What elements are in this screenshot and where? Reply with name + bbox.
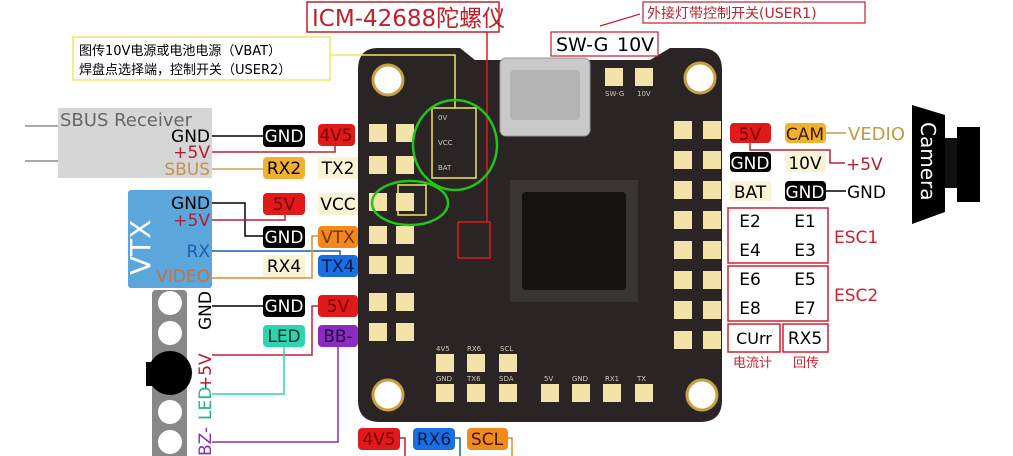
label-4v5: 4V5 [319,126,352,146]
label-5v: 5V [739,125,762,145]
vtx-rx: RX [187,242,211,262]
label-cam: CAM [786,125,824,145]
label-bat: BAT [734,183,767,203]
sbus-title: SBUS Receiver [60,110,193,131]
label-e2: E2 [739,212,761,232]
label-gnd: GND [265,228,304,248]
label-gnd: GND [786,183,825,203]
pad-label: 4V5 [436,345,450,353]
label-e4: E4 [739,241,761,261]
pad-label: 10V [637,90,651,98]
vtx-video: VIDEO [156,267,210,287]
usb-c-port [499,57,591,137]
label-tx2: TX2 [321,159,355,179]
label-e1: E1 [794,212,816,232]
note-line-2: 焊盘点选择端，控制开关（USER2） [79,62,291,78]
ten-v-label: 10V [617,34,654,56]
pad-label: GND [436,375,452,383]
label-scl: SCL [471,430,504,450]
label-e5: E5 [794,270,816,290]
pad-label: SDA [499,375,514,383]
label-esc2: ESC2 [834,286,878,306]
label-bb: BB- [323,327,352,347]
label-e7: E7 [794,299,816,319]
gyro-chip [457,221,491,259]
label-gnd-out: GND [847,183,886,203]
label-rx6: RX6 [417,430,451,450]
label-led: LED [267,327,300,347]
pad-label: TX [636,375,646,383]
pad-label: 5V [544,375,553,383]
pad-label: TX6 [466,375,481,383]
label-5v: 5V [273,195,296,215]
label-curr: CUrr [736,329,772,348]
sbus-receiver [58,108,212,178]
pad-label: BAT [438,164,452,172]
label-rx5: RX5 [788,329,822,349]
label-e8: E8 [739,299,761,319]
label-gnd: GND [265,297,304,317]
pad-silkscreen: 4V5 RX6 SCL GND TX6 SDA 5V GND RX1 TX SW… [436,90,651,383]
user1-label: 外接灯带控制开关(USER1) [647,5,817,22]
vtx-module [128,190,212,288]
label-5v: 5V [327,297,350,317]
sbus-signal: SBUS [164,160,210,180]
note-line-1: 图传10V电源或电池电源（VBAT） [79,44,281,59]
label-e3: E3 [794,241,816,261]
label-vedio: VEDIO [848,124,905,145]
mcu-chip [510,180,638,302]
label-4v5: 4V5 [362,430,395,450]
label-rx2: RX2 [267,159,301,179]
strip-led: LED [196,387,216,420]
label-gnd: GND [731,154,770,174]
pad-label: RX6 [467,345,482,353]
label-tx4: TX4 [321,257,355,277]
label-vtx: VTX [321,228,355,248]
annotation-circle [411,98,499,192]
board-pads [369,68,721,402]
camera-icon [912,105,980,224]
label-e6: E6 [739,270,761,290]
mount-holes [371,61,719,412]
label-vcc: VCC [320,195,355,215]
pad-label: GND [572,375,588,383]
label-current-meter: 电流计 [733,356,772,371]
strip-bz: BZ- [196,427,216,456]
label-plus5v: +5V [846,155,883,175]
label-10v: 10V [788,154,822,174]
buzzer-icon [148,351,192,395]
sbus-gnd: GND [171,127,210,147]
label-esc1: ESC1 [834,228,878,248]
pad-label: SW-G [605,90,624,98]
sw-g-label: SW-G [556,34,608,56]
pad-label: SCL [500,345,513,353]
vtx-5v: +5V [173,211,210,231]
pad-label: VCC [438,139,453,147]
vtx-title: VTX [124,220,157,275]
strip-5v: +5V [196,353,216,390]
gyro-label: ICM-42688陀螺仪 [312,6,505,32]
pad-label: RX1 [605,375,619,383]
vtx-gnd: GND [171,194,210,214]
sbus-5v: +5V [173,143,210,163]
label-rx4: RX4 [267,257,301,277]
strip-gnd: GND [196,291,216,330]
annotation-circle [370,179,450,227]
pad-label: 0V [438,114,447,122]
camera-label: Camera [916,122,940,201]
label-return: 回传 [793,356,819,371]
label-gnd: GND [265,127,304,147]
